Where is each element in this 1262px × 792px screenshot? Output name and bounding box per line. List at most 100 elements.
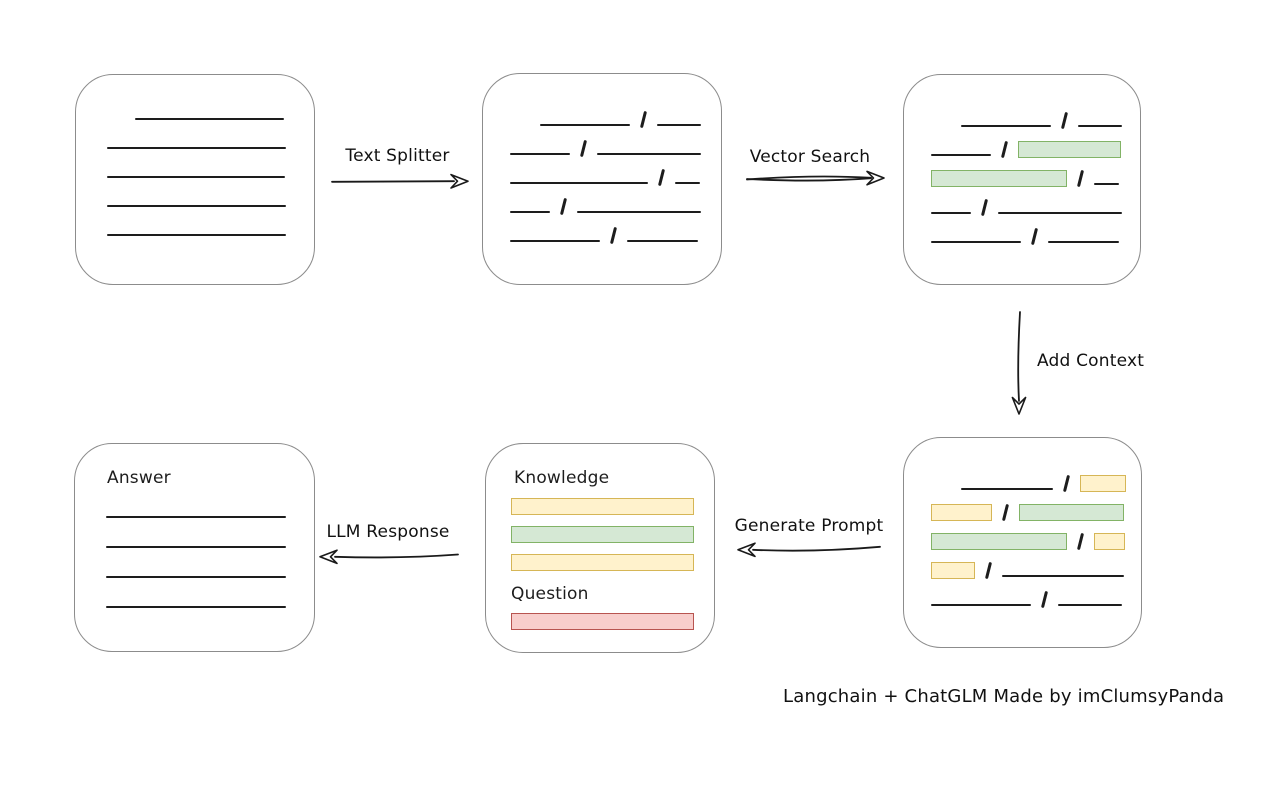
chunk-row xyxy=(510,168,721,187)
slash-separator xyxy=(609,226,618,245)
context-rows xyxy=(904,438,1141,609)
slash-separator xyxy=(984,561,993,580)
slash-separator xyxy=(1040,590,1049,609)
green-highlight-bar xyxy=(931,533,1067,550)
text-line xyxy=(577,211,701,213)
yellow-highlight-bar xyxy=(931,504,992,521)
text-line xyxy=(510,182,648,184)
text-line xyxy=(931,241,1021,243)
yellow-highlight-bar xyxy=(511,498,694,515)
text-line xyxy=(1002,575,1124,577)
text-line xyxy=(597,153,701,155)
slash-separator xyxy=(657,168,666,187)
answer-label: Answer xyxy=(107,468,171,488)
yellow-highlight-bar xyxy=(1080,475,1126,492)
text-line xyxy=(1058,604,1122,606)
text-line xyxy=(1048,241,1119,243)
attribution-caption: Langchain + ChatGLM Made by imClumsyPand… xyxy=(783,686,1225,707)
text-line xyxy=(107,176,285,178)
context-box xyxy=(903,437,1142,648)
slash-separator xyxy=(1076,169,1085,188)
red-highlight-bar xyxy=(511,613,694,630)
slash-separator xyxy=(980,198,989,217)
chunk-row xyxy=(510,139,721,158)
chunk-row xyxy=(510,197,721,216)
text-line xyxy=(510,240,600,242)
chunk-row xyxy=(107,220,314,238)
vector-search-label: Vector Search xyxy=(749,147,871,167)
llm-response-label: LLM Response xyxy=(326,522,450,542)
text-line xyxy=(107,205,286,207)
slash-separator xyxy=(1000,140,1009,159)
vector-search-results-box xyxy=(903,74,1141,285)
text-line xyxy=(107,234,286,236)
generate-prompt-arrow xyxy=(737,542,881,558)
text-line xyxy=(998,212,1122,214)
text-line xyxy=(675,182,700,184)
text-line xyxy=(657,124,701,126)
chunk-row xyxy=(510,226,721,245)
text-line xyxy=(510,153,570,155)
text-line xyxy=(961,488,1053,490)
text-line xyxy=(1078,125,1122,127)
chunk-row xyxy=(961,111,1140,130)
add-context-label: Add Context xyxy=(1037,351,1145,371)
answer-lines xyxy=(106,516,314,608)
text-line xyxy=(540,124,630,126)
chunk-row xyxy=(107,162,314,180)
text-line xyxy=(931,604,1031,606)
slash-separator xyxy=(559,197,568,216)
slash-separator xyxy=(1076,532,1085,551)
document-lines xyxy=(76,75,314,238)
question-label: Question xyxy=(511,584,589,604)
answer-box: Answer xyxy=(74,443,315,652)
llm-response-arrow xyxy=(319,549,459,565)
yellow-highlight-bar xyxy=(1094,533,1125,550)
slash-separator xyxy=(1001,503,1010,522)
prompt-box: Knowledge Question xyxy=(485,443,715,653)
question-bars xyxy=(511,613,714,630)
text-line xyxy=(627,240,698,242)
text-line xyxy=(106,576,286,578)
text-line xyxy=(106,516,286,518)
text-splitter-label: Text Splitter xyxy=(345,146,450,166)
green-highlight-bar xyxy=(931,170,1067,187)
slash-separator xyxy=(579,139,588,158)
split-text-box xyxy=(482,73,722,285)
green-highlight-bar xyxy=(1018,141,1121,158)
split-text-rows xyxy=(483,74,721,245)
yellow-highlight-bar xyxy=(931,562,975,579)
chunk-row xyxy=(931,503,1141,522)
chunk-row xyxy=(931,169,1140,188)
green-highlight-bar xyxy=(1019,504,1124,521)
text-line xyxy=(106,606,286,608)
chunk-row xyxy=(931,140,1140,159)
chunk-row xyxy=(107,191,314,209)
slash-separator xyxy=(1062,474,1071,493)
chunk-row xyxy=(931,227,1140,246)
text-splitter-arrow xyxy=(331,173,469,189)
generate-prompt-label: Generate Prompt xyxy=(734,516,884,536)
slash-separator xyxy=(1060,111,1069,130)
text-line xyxy=(961,125,1051,127)
yellow-highlight-bar xyxy=(511,554,694,571)
slash-separator xyxy=(1030,227,1039,246)
slash-separator xyxy=(639,110,648,129)
text-line xyxy=(510,211,550,213)
chunk-row xyxy=(135,104,314,122)
chunk-row xyxy=(931,532,1141,551)
chunk-row xyxy=(931,590,1141,609)
text-line xyxy=(107,147,286,149)
knowledge-bars xyxy=(511,498,714,571)
chunk-row xyxy=(931,198,1140,217)
text-line xyxy=(931,212,971,214)
text-line xyxy=(1094,183,1119,185)
text-line xyxy=(931,154,991,156)
text-line xyxy=(106,546,286,548)
chunk-row xyxy=(961,474,1141,493)
chunk-row xyxy=(107,133,314,151)
chunk-row xyxy=(540,110,721,129)
search-results-rows xyxy=(904,75,1140,246)
text-line xyxy=(135,118,284,120)
